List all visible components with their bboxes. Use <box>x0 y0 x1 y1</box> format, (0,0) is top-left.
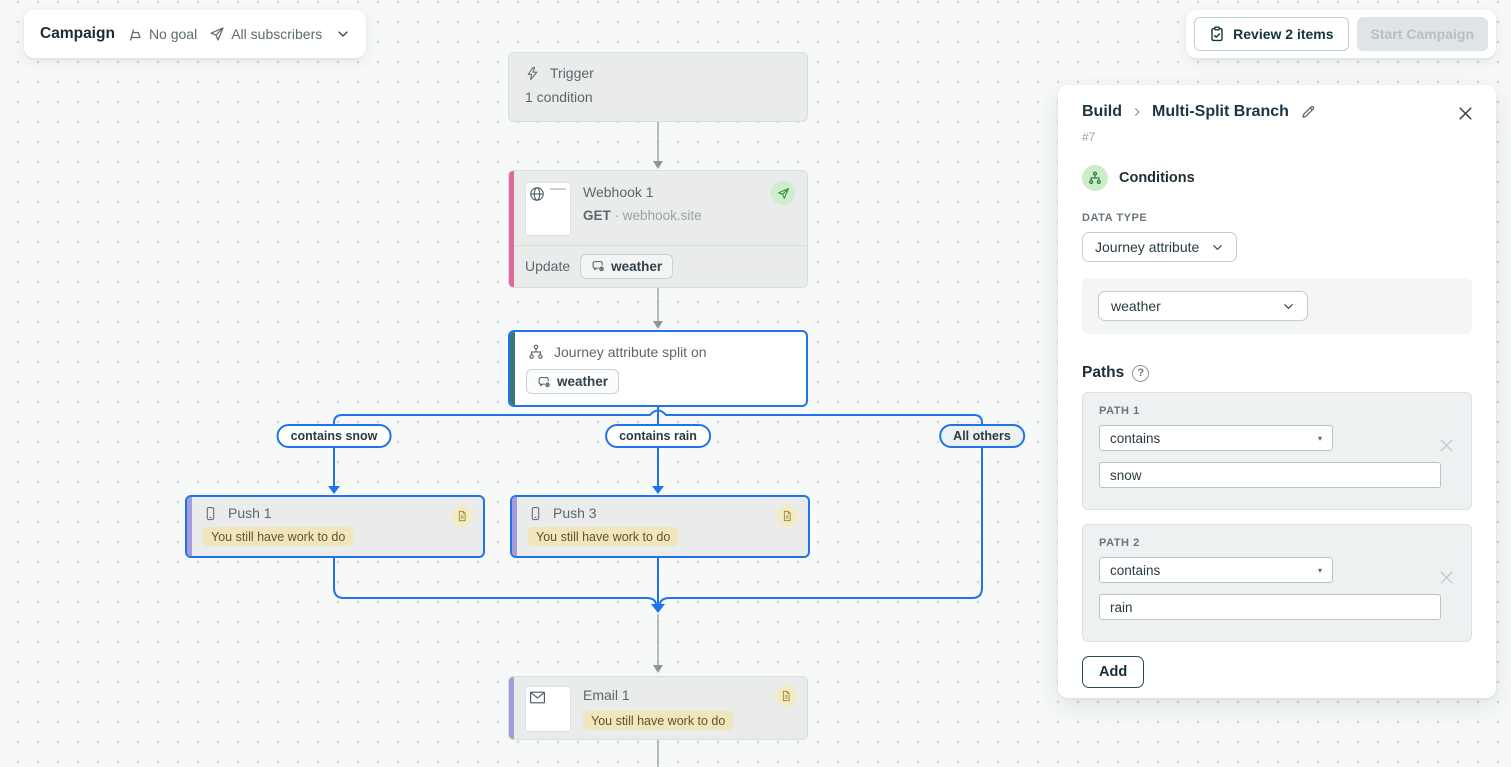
split-title: Journey attribute split on <box>554 344 707 360</box>
caret-down-icon: ▾ <box>1317 433 1322 443</box>
push1-node[interactable]: Push 1 You still have work to do <box>185 495 485 558</box>
email1-status-badge: You still have work to do <box>583 711 734 730</box>
path1-operator-value: contains <box>1110 430 1161 446</box>
webhook-stripe <box>509 171 514 287</box>
draft-doc-icon <box>451 505 473 527</box>
path2-label: PATH 2 <box>1099 537 1140 549</box>
trigger-node[interactable]: Trigger 1 condition <box>508 52 808 122</box>
phone-icon <box>203 506 218 521</box>
lightning-icon <box>525 66 540 81</box>
webhook-title: Webhook 1 <box>583 184 654 200</box>
path2-value-input[interactable] <box>1099 594 1441 620</box>
split-chip-label: weather <box>557 374 609 389</box>
conditions-label: Conditions <box>1119 170 1195 186</box>
review-items-button[interactable]: Review 2 items <box>1194 17 1349 51</box>
campaign-bar[interactable]: Campaign No goal All subscribers <box>24 10 367 58</box>
webhook-endpoint: GET · webhook.site <box>583 208 702 223</box>
attribute-tag-icon <box>537 375 551 389</box>
remove-path-icon[interactable] <box>1438 569 1455 586</box>
push1-title: Push 1 <box>228 505 272 521</box>
help-icon[interactable]: ? <box>1132 364 1150 382</box>
webhook-node[interactable]: Webhook 1 GET · webhook.site Update weat… <box>508 170 808 288</box>
draft-doc-icon <box>775 685 797 707</box>
paths-title: Paths <box>1082 364 1125 381</box>
data-type-label: DATA TYPE <box>1082 212 1148 224</box>
remove-path-icon[interactable] <box>1438 437 1455 454</box>
branch-pill-all-others[interactable]: All others <box>939 424 1025 448</box>
webhook-thumbnail <box>525 182 571 236</box>
branch-pill-contains-snow[interactable]: contains snow <box>276 424 392 448</box>
actions-bar: Review 2 items Start Campaign <box>1186 10 1496 58</box>
start-campaign-button[interactable]: Start Campaign <box>1356 17 1488 51</box>
email1-node[interactable]: Email 1 You still have work to do <box>508 676 808 740</box>
push3-status-badge: You still have work to do <box>528 527 679 546</box>
webhook-attribute-chip[interactable]: weather <box>580 253 674 279</box>
branch-pill-contains-rain[interactable]: contains rain <box>605 424 711 448</box>
audience-label: All subscribers <box>231 26 323 42</box>
push3-node[interactable]: Push 3 You still have work to do <box>510 495 810 558</box>
node-id: #7 <box>1082 130 1096 144</box>
attribute-section: weather <box>1082 278 1472 334</box>
path1-label: PATH 1 <box>1099 405 1140 417</box>
push3-title: Push 3 <box>553 505 597 521</box>
push1-stripe <box>187 497 192 556</box>
campaign-title: Campaign <box>40 25 115 42</box>
path1-operator-select[interactable]: contains ▾ <box>1099 425 1333 451</box>
push1-status-badge: You still have work to do <box>203 527 354 546</box>
close-icon[interactable] <box>1457 105 1474 122</box>
audience-setting[interactable]: All subscribers <box>209 26 322 42</box>
email1-stripe <box>509 677 514 739</box>
globe-icon <box>529 186 545 202</box>
phone-icon <box>528 506 543 521</box>
send-icon <box>209 26 225 42</box>
chevron-down-icon[interactable] <box>336 27 350 41</box>
path2-operator-select[interactable]: contains ▾ <box>1099 557 1333 583</box>
path-card-2: PATH 2 contains ▾ <box>1082 524 1472 642</box>
attribute-select-value: weather <box>1111 298 1161 314</box>
page-title: Multi-Split Branch <box>1152 103 1289 120</box>
data-type-value: Journey attribute <box>1095 239 1200 255</box>
trigger-conditions: 1 condition <box>525 89 593 105</box>
attribute-tag-icon <box>591 259 605 273</box>
goal-label: No goal <box>148 26 198 42</box>
goal-setting[interactable]: No goal <box>127 26 197 42</box>
breadcrumb-section[interactable]: Build <box>1082 103 1122 120</box>
draft-doc-icon <box>776 505 798 527</box>
chevron-down-icon <box>1211 241 1224 254</box>
clipboard-check-icon <box>1209 26 1225 42</box>
path-card-1: PATH 1 contains ▾ <box>1082 392 1472 510</box>
path2-operator-value: contains <box>1110 562 1161 578</box>
split-node[interactable]: Journey attribute split on weather <box>508 330 808 407</box>
sent-status-badge <box>771 181 795 205</box>
envelope-icon <box>529 690 546 705</box>
chevron-right-icon <box>1131 106 1143 118</box>
split-icon <box>528 344 544 360</box>
email1-title: Email 1 <box>583 687 630 703</box>
add-path-button[interactable]: Add <box>1082 656 1145 688</box>
paths-header: Paths ? <box>1082 364 1472 382</box>
split-stripe <box>510 332 515 405</box>
data-type-dropdown[interactable]: Journey attribute <box>1082 232 1238 262</box>
config-panel: Build Multi-Split Branch #7 Conditions D… <box>1058 85 1496 698</box>
split-attribute-chip[interactable]: weather <box>526 369 620 394</box>
webhook-chip-label: weather <box>611 258 663 274</box>
push3-stripe <box>512 497 517 556</box>
pencil-icon[interactable] <box>1300 104 1316 120</box>
path1-value-input[interactable] <box>1099 462 1441 488</box>
trigger-title: Trigger <box>550 65 594 81</box>
goal-flag-icon <box>127 26 143 42</box>
attribute-select[interactable]: weather <box>1098 291 1308 321</box>
review-items-label: Review 2 items <box>1233 26 1334 42</box>
split-icon <box>1082 165 1108 191</box>
chevron-down-icon <box>1282 300 1295 313</box>
webhook-action-label: Update <box>525 258 571 274</box>
email-thumbnail <box>525 686 571 732</box>
conditions-header: Conditions <box>1082 165 1472 191</box>
caret-down-icon: ▾ <box>1317 565 1322 575</box>
breadcrumb: Build Multi-Split Branch <box>1082 101 1472 121</box>
